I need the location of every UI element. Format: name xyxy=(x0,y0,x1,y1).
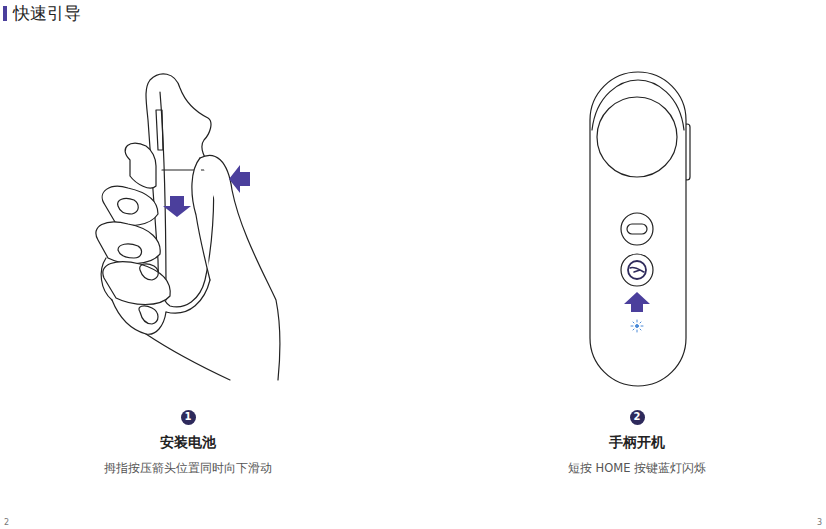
step-description: 短按 HOME 按键蓝灯闪烁 xyxy=(568,461,706,476)
page-number: 3 xyxy=(817,518,822,527)
page-number: 2 xyxy=(4,518,9,527)
title-bar xyxy=(3,6,7,21)
step-description: 拇指按压箭头位置同时向下滑动 xyxy=(104,461,272,476)
step-number: 1 xyxy=(181,410,196,425)
controller-front xyxy=(590,72,690,386)
step-heading: 手柄开机 xyxy=(609,434,665,452)
step-heading: 安装电池 xyxy=(160,434,216,452)
down-arrow xyxy=(163,196,191,217)
callout-number: 1 xyxy=(185,412,192,422)
step-number: 2 xyxy=(630,410,645,425)
callout-number: 2 xyxy=(634,412,641,422)
page-title: 快速引导 xyxy=(13,2,81,25)
hand-figure xyxy=(96,74,280,380)
led-light xyxy=(631,320,643,332)
up-arrow xyxy=(624,292,650,312)
left-arrow xyxy=(229,165,250,193)
